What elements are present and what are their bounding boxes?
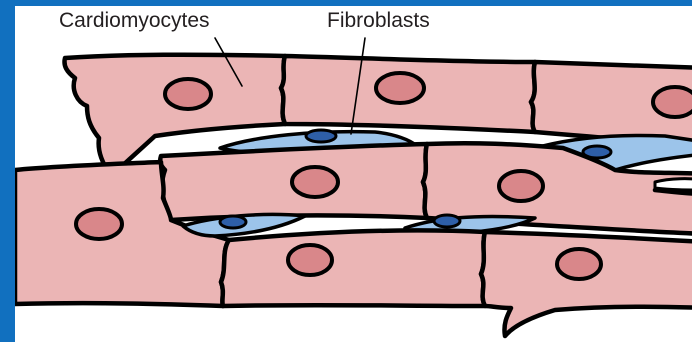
cardiomyocyte-bottom-middle: [221, 230, 485, 306]
cardiomyocyte-nucleus: [165, 79, 211, 109]
cell-gap: [655, 179, 692, 190]
fibroblasts-label: Fibroblasts: [327, 10, 430, 31]
cardiomyocyte-bottom-right: [481, 232, 692, 336]
cardiomyocyte-nucleus: [292, 167, 338, 197]
fibroblast-nucleus: [434, 215, 460, 227]
cardiomyocyte-nucleus: [376, 73, 424, 103]
fibroblast-nucleus: [220, 216, 246, 228]
diagram-canvas: Cardiomyocytes Fibroblasts: [15, 6, 692, 342]
cardiomyocyte-nucleus: [76, 209, 122, 239]
cardiomyocyte-nucleus: [499, 171, 543, 201]
cardiomyocytes-label: Cardiomyocytes: [59, 10, 210, 31]
cardiomyocyte-nucleus: [557, 249, 601, 279]
fibroblast-nucleus: [306, 130, 336, 142]
cardiomyocyte-nucleus: [288, 245, 332, 275]
cardiac-tissue-illustration: [15, 6, 692, 342]
cardiomyocyte-nucleus: [653, 87, 692, 117]
